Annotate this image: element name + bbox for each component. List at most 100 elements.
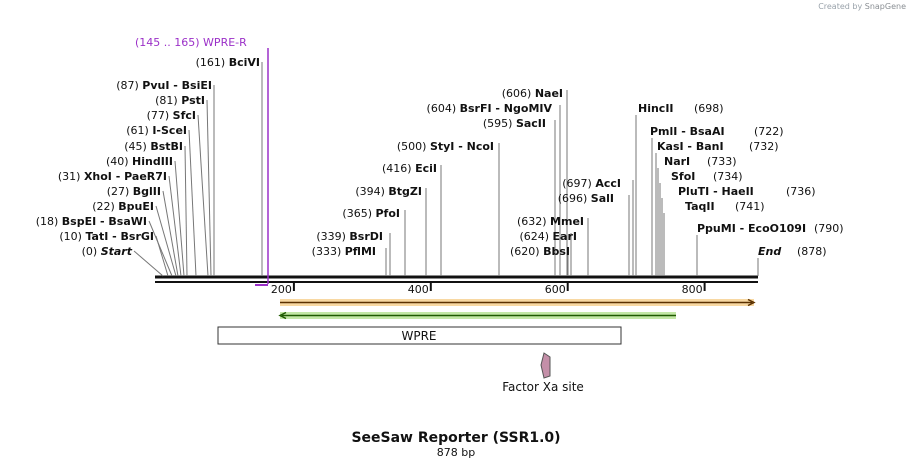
site-name: HincII	[638, 102, 674, 115]
site-position: (722)	[754, 125, 784, 138]
site-name: HindIII	[132, 155, 173, 168]
site-position: (333)	[312, 245, 345, 258]
site-label-ecii: (416) EciI	[382, 162, 437, 175]
snapgene-credit: Created by SnapGene	[818, 2, 906, 11]
site-name: SacII	[516, 117, 546, 130]
map-length: 878 bp	[437, 446, 475, 459]
site-position: (732)	[749, 140, 779, 153]
wpre-feature-box	[217, 326, 622, 345]
site-name: BglII	[133, 185, 161, 198]
site-label-mmei: (632) MmeI	[517, 215, 584, 228]
site-label-kasi: KasI - BanI	[657, 140, 724, 153]
site-label-start: (0) Start	[82, 245, 133, 258]
snapgene-logo: SnapGene	[864, 2, 906, 11]
site-position: (741)	[735, 200, 765, 213]
site-position: (22)	[92, 200, 118, 213]
site-name-alt: - EcoO109I	[736, 222, 806, 235]
site-label-bstbi: (45) BstBI	[124, 140, 183, 153]
site-label-sfci: (77) SfcI	[147, 109, 196, 122]
site-label-end: End	[758, 245, 781, 258]
site-position: (40)	[106, 155, 132, 168]
site-name: TaqII	[685, 200, 715, 213]
site-label-sfoi: SfoI	[671, 170, 695, 183]
site-position: (18)	[36, 215, 62, 228]
site-name: End	[758, 245, 781, 258]
site-name: BpuEI	[118, 200, 154, 213]
site-name-alt: - BsrGI	[108, 230, 154, 243]
site-leader-line	[148, 220, 173, 277]
site-name: BstBI	[150, 140, 183, 153]
site-position: (87)	[116, 79, 142, 92]
site-label-pflmi: (333) PflMI	[312, 245, 376, 258]
site-leader-line	[174, 160, 185, 277]
site-name: SalI	[591, 192, 614, 205]
site-label-eari: (624) EarI	[519, 230, 577, 243]
site-leader-line	[197, 114, 209, 277]
tick-label: 400	[408, 283, 429, 296]
site-name: BtgZI	[388, 185, 422, 198]
site-label-btgzi: (394) BtgZI	[355, 185, 422, 198]
site-position: (10)	[59, 230, 85, 243]
site-leader-line	[133, 250, 164, 277]
site-label-psti: (81) PstI	[155, 94, 205, 107]
tick-label: 600	[545, 283, 566, 296]
site-position: (878)	[797, 245, 827, 258]
site-label-bsrfi: (604) BsrFI - NgoMIV	[427, 102, 553, 115]
site-label-bcivi: (161) BciVI	[196, 56, 260, 69]
site-position: (698)	[694, 102, 724, 115]
tick-label: 800	[682, 283, 703, 296]
site-name: AccI	[595, 177, 621, 190]
site-leader-line	[155, 205, 177, 277]
primer-range: (145 .. 165)	[135, 36, 200, 49]
site-position: (500)	[397, 140, 430, 153]
site-name-alt: - PaeR7I	[112, 170, 167, 183]
site-leader-line	[168, 175, 182, 277]
site-name: PfoI	[376, 207, 401, 220]
map-title: SeeSaw Reporter (SSR1.0)	[351, 430, 560, 446]
site-position: (161)	[196, 56, 229, 69]
site-name: TatI	[85, 230, 108, 243]
site-label-nari: NarI	[664, 155, 690, 168]
site-label-ppumi: PpuMI - EcoO109I	[697, 222, 806, 235]
site-label-sacii: (595) SacII	[483, 117, 546, 130]
site-name: XhoI	[84, 170, 112, 183]
site-label-hincii: HincII	[638, 102, 674, 115]
site-label-pmli: PmlI - BsaAI	[650, 125, 725, 138]
site-name: EarI	[553, 230, 577, 243]
site-name-alt: - NcoI	[454, 140, 494, 153]
factor-xa-site-label: Factor Xa site	[502, 380, 584, 394]
site-position: (27)	[107, 185, 133, 198]
site-label-taqii: TaqII	[685, 200, 715, 213]
site-name-alt: - HaeII	[709, 185, 754, 198]
site-position: (416)	[382, 162, 415, 175]
site-label-hindiii: (40) HindIII	[106, 155, 173, 168]
site-position: (0)	[82, 245, 101, 258]
site-leader-line	[206, 99, 212, 277]
site-name: BspEI	[62, 215, 96, 228]
site-name: PflMI	[345, 245, 376, 258]
site-position: (736)	[786, 185, 816, 198]
site-label-i-scei: (61) I-SceI	[126, 124, 187, 137]
site-label-sali: (696) SalI	[558, 192, 614, 205]
factor-xa-site-marker	[540, 352, 551, 379]
orf-reverse-arrowhead	[278, 311, 287, 320]
site-position: (790)	[814, 222, 844, 235]
site-position: (81)	[155, 94, 181, 107]
site-label-pvui: (87) PvuI - BsiEI	[116, 79, 212, 92]
site-name: BsrDI	[349, 230, 383, 243]
site-label-pluti: PluTI - HaeII	[678, 185, 754, 198]
site-name: BbsI	[543, 245, 570, 258]
site-name: PpuMI	[697, 222, 736, 235]
site-label-bglii: (27) BglII	[107, 185, 161, 198]
site-name-alt: - BsaAI	[677, 125, 724, 138]
site-name: SfoI	[671, 170, 695, 183]
site-name: PstI	[181, 94, 205, 107]
site-name: MmeI	[550, 215, 584, 228]
site-name: StyI	[430, 140, 454, 153]
site-name: NarI	[664, 155, 690, 168]
site-position: (697)	[562, 177, 595, 190]
site-label-bspei: (18) BspEI - BsaWI	[36, 215, 147, 228]
site-position: (31)	[58, 170, 84, 183]
site-position: (45)	[124, 140, 150, 153]
